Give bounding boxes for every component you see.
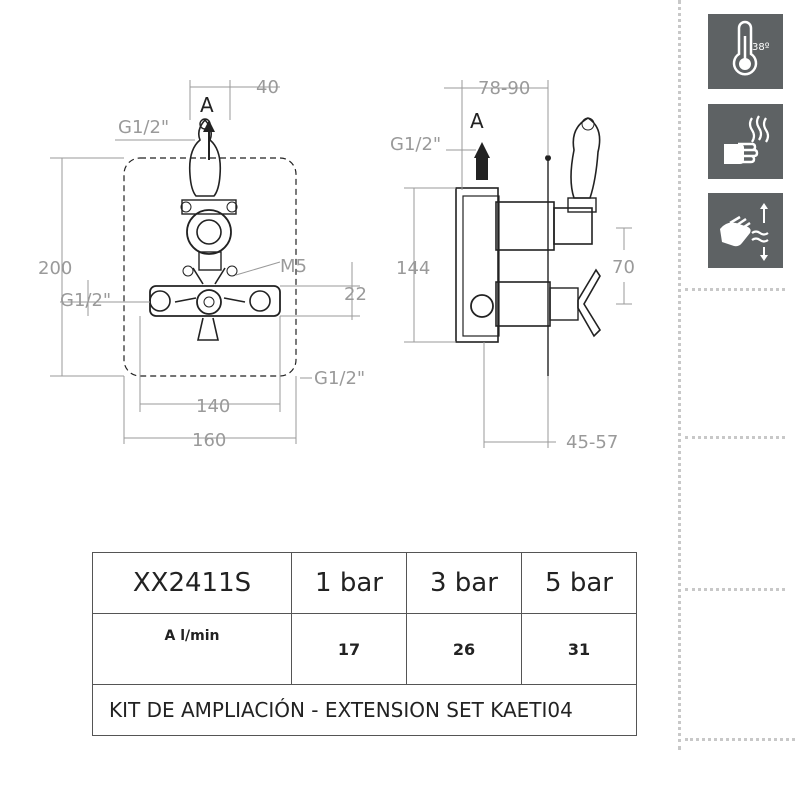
dim-g-top: G1/2" xyxy=(118,117,169,138)
dim-m5: M5 xyxy=(280,256,307,277)
divider-line xyxy=(685,588,785,591)
dim-45-57: 45-57 xyxy=(566,432,618,453)
dim-22: 22 xyxy=(344,284,367,305)
thermometer-icon: 38º xyxy=(708,14,783,89)
side-arrow-label: A xyxy=(470,109,484,133)
dim-160: 160 xyxy=(192,430,226,451)
dim-g-left: G1/2" xyxy=(60,290,111,311)
dim-70: 70 xyxy=(612,257,635,278)
hand-steam-icon xyxy=(708,104,783,179)
table-row: A l/min 17 26 31 xyxy=(92,613,638,685)
column-divider xyxy=(678,0,681,750)
table-row: KIT DE AMPLIACIÓN - EXTENSION SET KAETI0… xyxy=(92,684,637,736)
kit-cell: KIT DE AMPLIACIÓN - EXTENSION SET KAETI0… xyxy=(92,684,637,736)
dim-side-g-top: G1/2" xyxy=(390,134,441,155)
flow-cell: 26 xyxy=(405,613,522,685)
divider-line xyxy=(685,436,785,439)
table-row: XX2411S 1 bar 3 bar 5 bar xyxy=(92,552,638,614)
temperature-label: 38º xyxy=(752,42,770,53)
hand-flow-icon xyxy=(708,193,783,268)
dim-140: 140 xyxy=(196,396,230,417)
side-view: A 78-90 G1/2" 144 70 45-57 xyxy=(390,78,635,453)
dim-g-bottom: G1/2" xyxy=(314,368,365,389)
flow-label-cell: A l/min xyxy=(92,613,292,685)
divider-line xyxy=(685,738,795,741)
flow-cell: 31 xyxy=(520,613,638,685)
pressure-cell: 3 bar xyxy=(405,552,522,614)
front-arrow-label: A xyxy=(200,93,214,117)
dim-200: 200 xyxy=(38,258,72,279)
spec-table: XX2411S 1 bar 3 bar 5 bar A l/min 17 26 … xyxy=(92,552,638,736)
flow-cell: 17 xyxy=(291,613,407,685)
divider-line xyxy=(685,288,785,291)
front-view: A 40 G1/2" 200 M5 22 G1/2" G1/2" 140 160 xyxy=(38,77,367,451)
pressure-cell: 5 bar xyxy=(520,552,638,614)
dim-78-90: 78-90 xyxy=(478,78,530,99)
dim-144: 144 xyxy=(396,258,430,279)
model-cell: XX2411S xyxy=(92,552,292,614)
pressure-cell: 1 bar xyxy=(291,552,407,614)
dim-40: 40 xyxy=(256,77,279,98)
